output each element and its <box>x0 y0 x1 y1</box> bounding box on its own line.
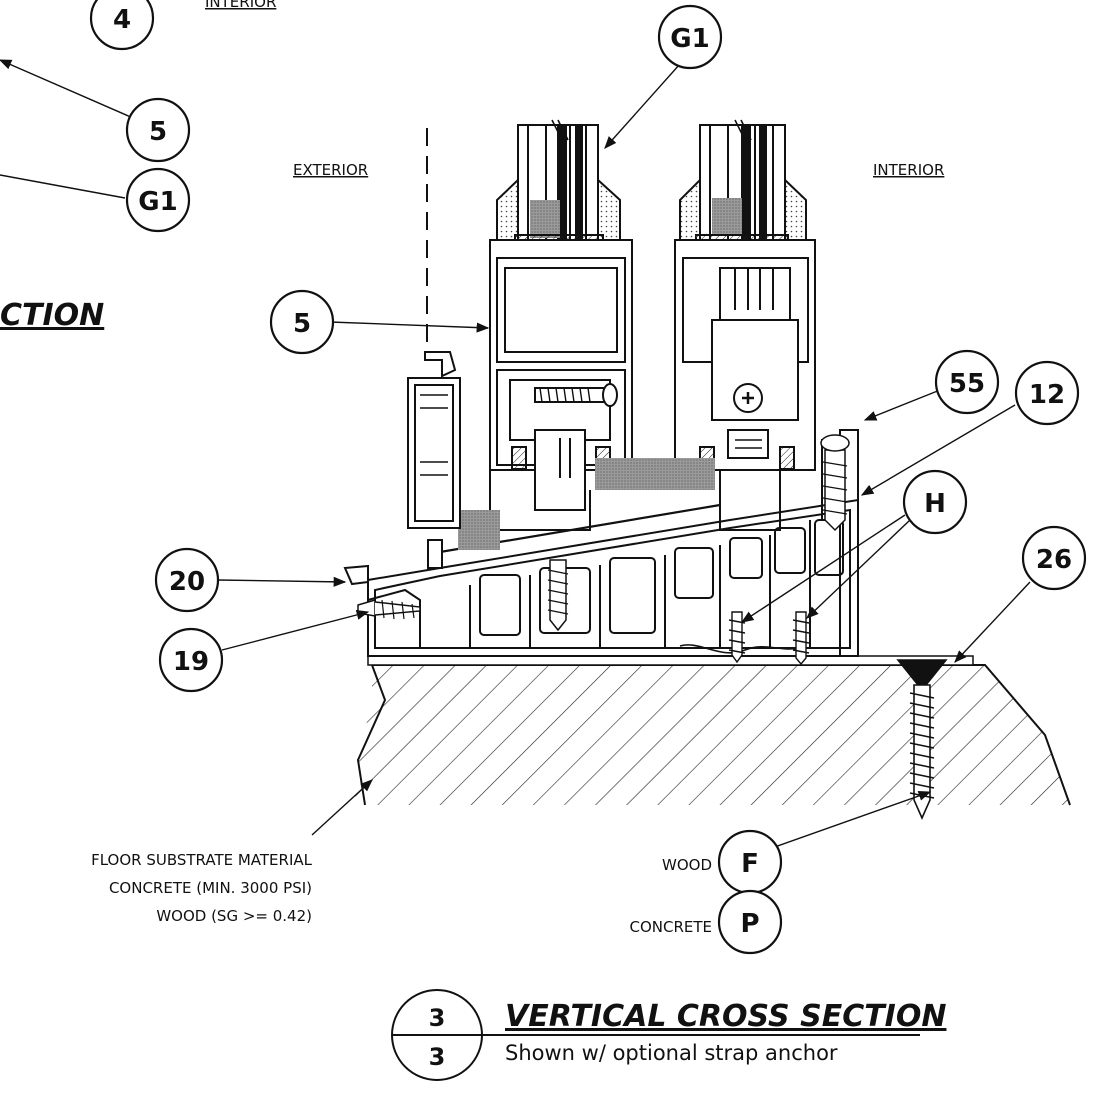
substrate-label-1: FLOOR SUBSTRATE MATERIAL <box>91 851 313 869</box>
svg-text:G1: G1 <box>670 24 709 54</box>
svg-text:12: 12 <box>1029 380 1065 410</box>
h-screws <box>728 611 810 666</box>
balloon-12: 12 <box>1014 360 1080 426</box>
svg-text:26: 26 <box>1036 545 1072 575</box>
floor-anchor-screw <box>896 659 948 820</box>
label-exterior: EXTERIOR <box>293 161 368 179</box>
svg-text:55: 55 <box>949 369 985 399</box>
thermal-break-fill <box>595 458 715 490</box>
exterior-sash <box>489 119 633 531</box>
previous-section-title: CTION <box>0 298 104 333</box>
label-top-interior: INTERIOR <box>205 0 276 11</box>
balloon-5-mid: 5 <box>269 289 335 355</box>
balloon-h: H <box>902 469 968 535</box>
balloon-f: F <box>717 829 783 895</box>
leader-lines <box>0 54 1031 861</box>
svg-text:5: 5 <box>293 309 311 339</box>
balloon-55: 55 <box>934 349 1000 415</box>
substrate-label-2: CONCRETE (MIN. 3000 PSI) <box>109 879 312 897</box>
detail-number: 3 <box>429 1004 446 1032</box>
balloon-g1-top: G1 <box>657 4 723 70</box>
sill-screws <box>357 434 850 632</box>
svg-text:F: F <box>741 849 759 879</box>
svg-text:19: 19 <box>173 647 209 677</box>
exterior-trim <box>407 351 461 569</box>
balloon-20: 20 <box>154 547 220 613</box>
balloon-g1-left: G1 <box>125 167 191 233</box>
svg-text:20: 20 <box>169 567 205 597</box>
sill-insulation-fill <box>458 510 500 550</box>
section-title-block: 3 3 VERTICAL CROSS SECTION Shown w/ opti… <box>391 989 946 1081</box>
svg-text:H: H <box>924 489 946 519</box>
sheet-number: 3 <box>429 1043 446 1071</box>
label-interior: INTERIOR <box>873 161 944 179</box>
interior-sash <box>674 119 816 531</box>
svg-text:G1: G1 <box>138 187 177 217</box>
balloon-p: P <box>717 889 783 955</box>
substrate-label-3: WOOD (SG >= 0.42) <box>156 907 312 925</box>
section-title: VERTICAL CROSS SECTION <box>505 999 946 1034</box>
balloon-26: 26 <box>1021 525 1087 591</box>
balloon-4: 4 <box>89 0 155 51</box>
svg-text:P: P <box>740 909 759 939</box>
balloon-5-left: 5 <box>125 97 191 163</box>
svg-text:4: 4 <box>113 5 131 35</box>
floor-substrate <box>355 655 1071 806</box>
balloon-19: 19 <box>158 627 224 693</box>
svg-text:5: 5 <box>149 117 167 147</box>
label-wood: WOOD <box>662 856 712 874</box>
section-subtitle: Shown w/ optional strap anchor <box>505 1041 838 1065</box>
label-concrete: CONCRETE <box>629 918 712 936</box>
